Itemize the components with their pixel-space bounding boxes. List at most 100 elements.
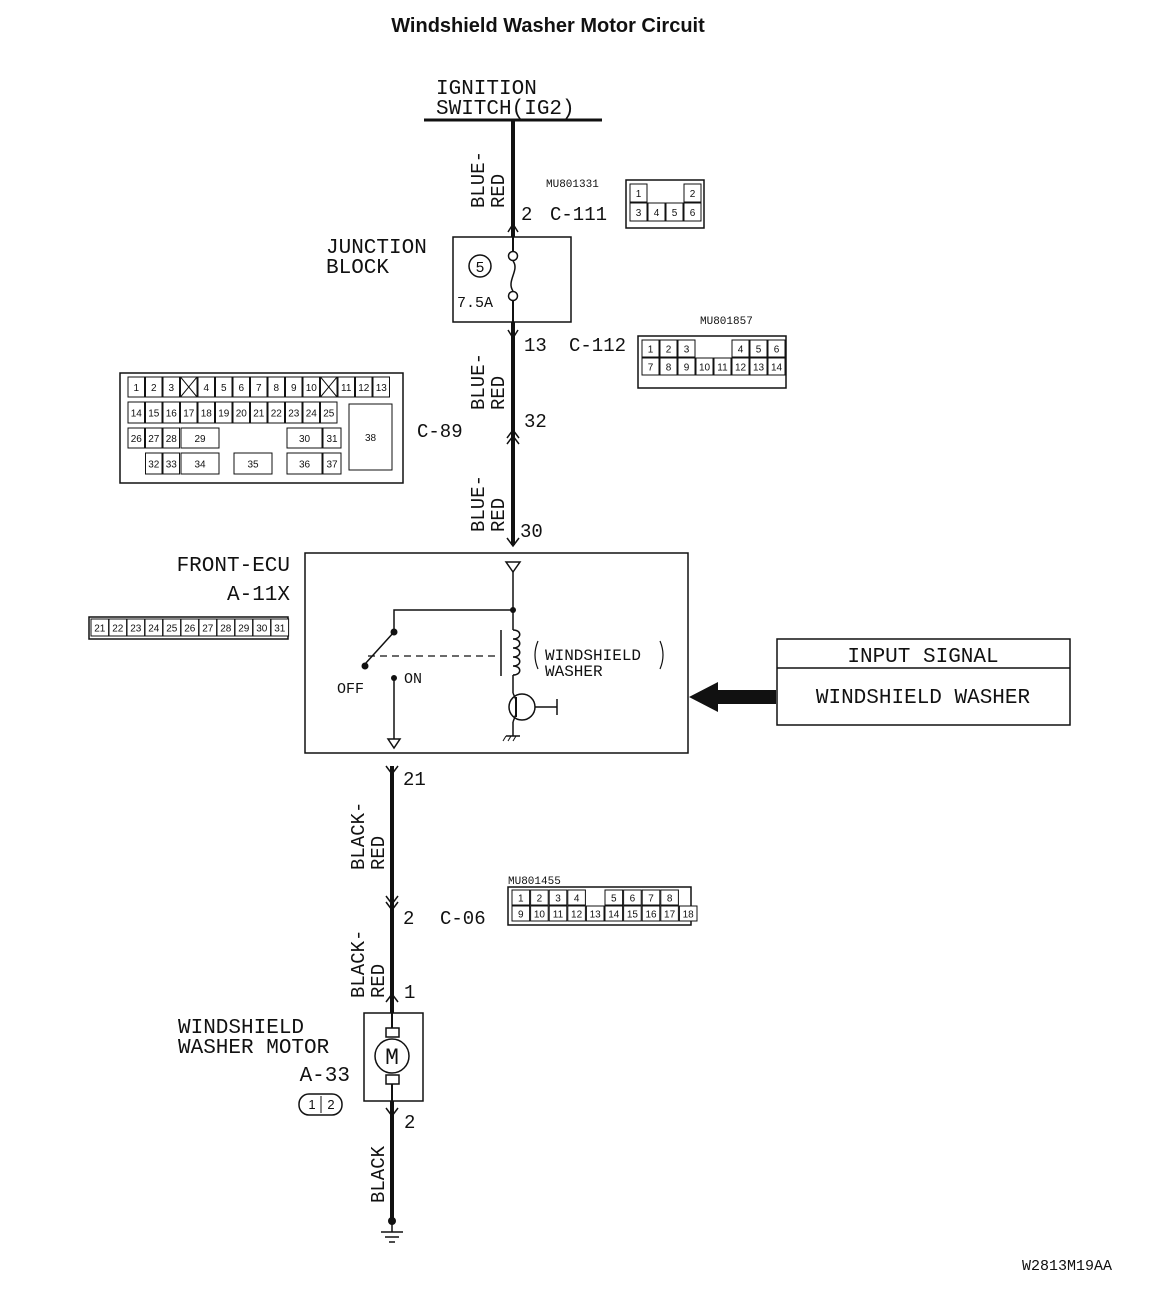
connector-cell — [215, 401, 233, 424]
wire-color-6: BLACK — [368, 1145, 390, 1203]
wire-color-3b: RED — [488, 498, 510, 532]
connector-cell — [567, 905, 586, 922]
c111-pin-marker — [507, 222, 519, 233]
connector-cell — [665, 202, 684, 222]
figure-id: W2813M19AA — [1022, 1258, 1112, 1275]
connector-cell — [337, 376, 355, 398]
connector-pin-number: 26 — [131, 434, 143, 445]
connector-pin-number: 2 — [537, 894, 543, 905]
connector-cell — [641, 339, 660, 358]
connector-cell — [511, 905, 531, 922]
connector-pin-number: 5 — [221, 383, 227, 394]
svg-text:M: M — [385, 1045, 399, 1071]
c06-pin: 2 — [403, 908, 414, 930]
connector-cell — [659, 357, 678, 376]
connector-cell — [548, 905, 568, 922]
connector-cell — [232, 401, 250, 424]
connector-pin-number: 1 — [636, 189, 642, 200]
c89-name: C-89 — [417, 421, 463, 443]
connector-pin-number: 12 — [735, 363, 747, 374]
connector-cell — [749, 339, 768, 358]
connector-cell — [285, 376, 303, 398]
connector-pin-number: 16 — [166, 409, 178, 420]
wire-color-1a: BLUE- — [468, 151, 490, 208]
ignition-label-2: SWITCH(IG2) — [436, 98, 575, 121]
wire-color-2b: RED — [488, 376, 510, 410]
c89-pin-marker — [506, 428, 520, 445]
connector-pin-number: 21 — [94, 624, 106, 635]
connector-cell — [641, 889, 661, 906]
connector-pin-number: 30 — [256, 624, 268, 635]
c111-name: C-111 — [550, 204, 607, 226]
connector-cell — [215, 376, 233, 398]
motor-symbol: M — [374, 1013, 410, 1101]
connector-pin-number: 28 — [166, 434, 178, 445]
connector-cell — [567, 889, 586, 906]
connector-pin-number: 21 — [253, 409, 265, 420]
ecu-in-pin-marker — [506, 537, 520, 548]
connector-pin-number: 22 — [112, 624, 124, 635]
blank-pin-mark — [180, 376, 198, 398]
connector-pin-number: 25 — [323, 409, 335, 420]
motor-label-2: WASHER MOTOR — [178, 1037, 330, 1060]
connector-cell — [162, 427, 180, 449]
connector-pin-number: 9 — [518, 910, 524, 921]
svg-text:1: 1 — [308, 1097, 315, 1112]
connector-cell — [145, 401, 163, 424]
connector-cell — [677, 357, 696, 376]
connector-pin-number: 9 — [291, 383, 297, 394]
connector-cell — [629, 183, 648, 203]
fuse-icon — [507, 237, 519, 322]
connector-pin-number: 38 — [365, 433, 377, 444]
connector-cell — [695, 357, 714, 376]
connector-cell — [623, 889, 642, 906]
connector-cell — [286, 452, 323, 475]
connector-pin-number: 3 — [684, 345, 690, 356]
connector-cell — [302, 401, 320, 424]
connector-cell — [647, 202, 666, 222]
connector-pin-number: 11 — [553, 910, 564, 921]
connector-cell — [180, 401, 198, 424]
connector-cell — [270, 618, 290, 637]
connector-cell — [767, 339, 786, 358]
connector-pin-number: 27 — [148, 434, 160, 445]
connector-pin-number: 5 — [672, 208, 678, 219]
connector-pin-number: 18 — [201, 409, 213, 420]
junction-label-2: BLOCK — [326, 257, 389, 280]
c111-pin: 2 — [521, 204, 532, 226]
connector-pin-number: 37 — [326, 460, 338, 471]
connector-pin-number: 26 — [184, 624, 196, 635]
c06-pin-marker — [385, 895, 399, 912]
blank-pin-mark — [320, 376, 338, 398]
connector-cell — [659, 339, 678, 358]
connector-pin-number: 2 — [151, 383, 157, 394]
connector-pin-number: 5 — [611, 894, 617, 905]
connector-cell — [641, 357, 660, 376]
connector-cell — [322, 452, 342, 475]
wire-color-4a: BLACK- — [348, 802, 370, 870]
switch-off-label: OFF — [337, 681, 364, 698]
connector-pin-number: 3 — [168, 383, 174, 394]
connector-pin-number: 4 — [654, 208, 660, 219]
connector-cell — [127, 401, 145, 424]
connector-pin-number: 10 — [306, 383, 318, 394]
motor-in-pin: 1 — [404, 982, 415, 1004]
connector-cell — [660, 905, 679, 922]
c112-pin-marker — [507, 329, 519, 340]
connector-pin-number: 15 — [627, 910, 639, 921]
connector-pin-number: 10 — [699, 363, 711, 374]
motor-out-pin: 2 — [404, 1112, 415, 1134]
connector-pin-number: 1 — [648, 345, 654, 356]
wire-color-5b: RED — [368, 964, 390, 998]
connector-cell — [127, 427, 145, 449]
connector-cell — [767, 357, 786, 376]
connector-cell — [162, 376, 180, 398]
connector-cell — [145, 452, 163, 475]
connector-cell — [731, 339, 750, 358]
connector-pin-number: 27 — [202, 624, 214, 635]
connector-pin-number: 1 — [518, 894, 524, 905]
ecu-out-pin: 21 — [403, 769, 426, 791]
connector-cell — [250, 376, 268, 398]
connector-cell — [530, 889, 549, 906]
